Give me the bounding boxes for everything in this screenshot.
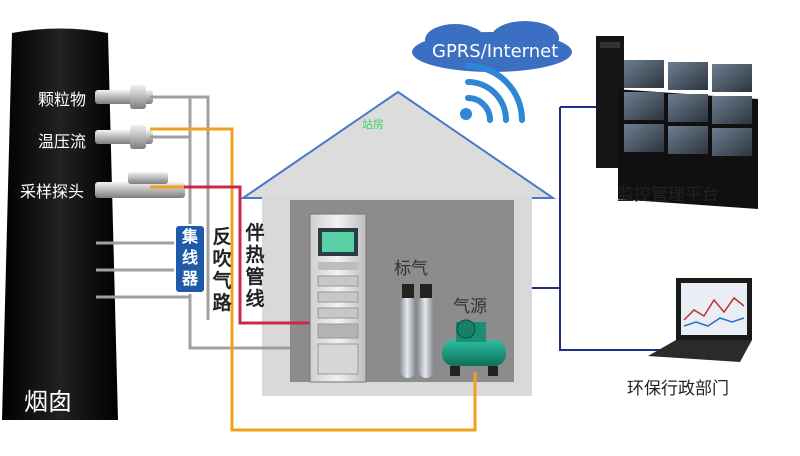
network-lines bbox=[532, 106, 660, 351]
chimney bbox=[2, 28, 118, 420]
epa-department-label: 环保行政部门 bbox=[627, 379, 729, 399]
heat-trace-line bbox=[184, 185, 318, 325]
chimney-label: 烟囱 bbox=[24, 388, 72, 416]
gas-std-label: 标气 bbox=[394, 259, 428, 279]
port-label-sampling-probe: 采样探头 bbox=[20, 182, 85, 201]
station-house: 站房 bbox=[239, 90, 557, 396]
monitor-platform-equipment bbox=[596, 36, 758, 210]
network-cloud bbox=[412, 21, 572, 72]
monitor-platform-label: 监控管理平台 bbox=[617, 185, 719, 205]
roof-text: 站房 bbox=[362, 117, 384, 131]
backblow-label-text: 反吹气路 bbox=[212, 226, 232, 314]
collector-label: 集线器 bbox=[179, 226, 201, 289]
signal-lines bbox=[96, 95, 290, 350]
network-label: GPRS/Internet bbox=[432, 41, 559, 62]
air-source-label: 气源 bbox=[453, 297, 487, 317]
heat-trace-label: 伴热管线 bbox=[244, 222, 266, 310]
air-compressor bbox=[442, 319, 506, 376]
wifi-dot bbox=[460, 108, 472, 120]
chimney-body bbox=[2, 28, 118, 420]
collector-box bbox=[174, 224, 206, 294]
probe-pipes bbox=[95, 85, 185, 198]
analyzer-cabinet bbox=[309, 213, 367, 383]
sampling-probe bbox=[95, 182, 185, 198]
port-label-particulate: 颗粒物 bbox=[38, 90, 87, 109]
standard-gas-cylinders bbox=[400, 284, 434, 378]
wifi-icon bbox=[465, 63, 525, 123]
port-label-tpf: 温压流 bbox=[38, 132, 87, 151]
collector-label-text: 集线器 bbox=[182, 227, 199, 288]
laptop-icon bbox=[648, 278, 752, 362]
heat-trace-label-text: 伴热管线 bbox=[245, 222, 265, 310]
backblow-line bbox=[150, 127, 477, 432]
backblow-label: 反吹气路 bbox=[211, 226, 233, 314]
